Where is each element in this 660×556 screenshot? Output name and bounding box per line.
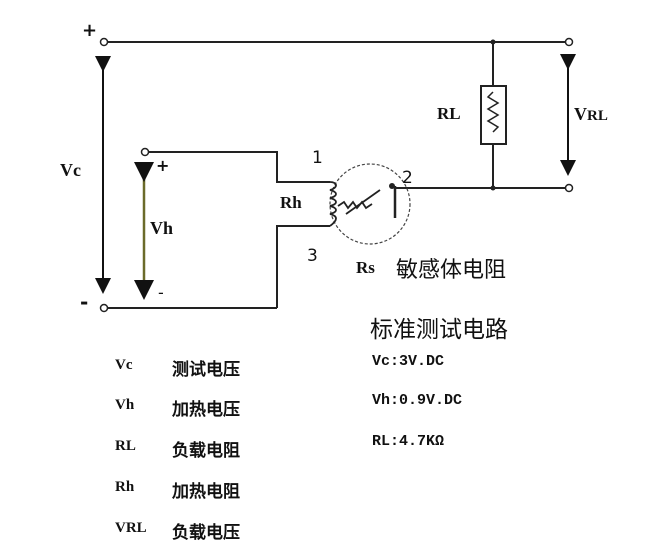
rs-description: 敏感体电阻 [396,258,507,283]
terminal-vh-plus [140,147,150,157]
pin-3-label: 3 [307,246,318,266]
vrl-sub: RL [587,108,608,124]
vc-plus-label: + [82,20,98,41]
sensor-dashed-circle [329,163,411,245]
vh-plus-label: + [156,156,170,175]
vrl-label: VRL [574,104,608,125]
legend-symbol: RL [115,438,136,454]
terminal-vrl-top [564,37,574,47]
legend-meaning: 加热电压 [172,400,240,420]
pin-1-label: 1 [312,148,323,168]
heater-lower-wire [276,225,330,308]
rh-label: Rh [280,193,302,212]
rl-zigzag [486,91,500,133]
pin2-dot [389,183,395,189]
diagram-title: 标准测试电路 [370,317,508,343]
vc-label: Vc [60,160,81,180]
legend-symbol: VRL [115,520,147,536]
legend-symbol: Vc [115,357,133,373]
spec-vc: Vc:3V.DC [372,353,445,370]
vh-label: Vh [150,218,174,238]
rl-label: RL [437,104,461,123]
terminal-vc-plus [99,37,109,47]
load-resistor-rl [480,85,507,145]
sensor-resistor-rs [337,189,381,215]
spec-rl: RL:4.7KΩ [372,433,445,450]
heater-coil-rh [329,181,337,227]
junction-top [490,39,496,45]
heater-upper-wire [148,151,330,183]
legend-symbol: Vh [115,397,135,413]
legend-meaning: 负载电压 [172,523,240,543]
legend-meaning: 加热电阻 [172,482,240,502]
legend-meaning: 负载电阻 [172,441,240,461]
terminal-vrl-bottom [564,183,574,193]
terminal-vc-minus [99,303,109,313]
vc-minus-label: - [80,290,89,314]
pin-2-label: 2 [402,168,413,188]
rs-label: Rs [356,258,375,277]
legend-symbol: Rh [115,479,135,495]
legend-meaning: 测试电压 [172,360,240,380]
vh-minus-label: - [158,283,164,302]
spec-vh: Vh:0.9V.DC [372,392,463,409]
junction-bottom [490,185,496,191]
vrl-v: V [574,104,587,124]
